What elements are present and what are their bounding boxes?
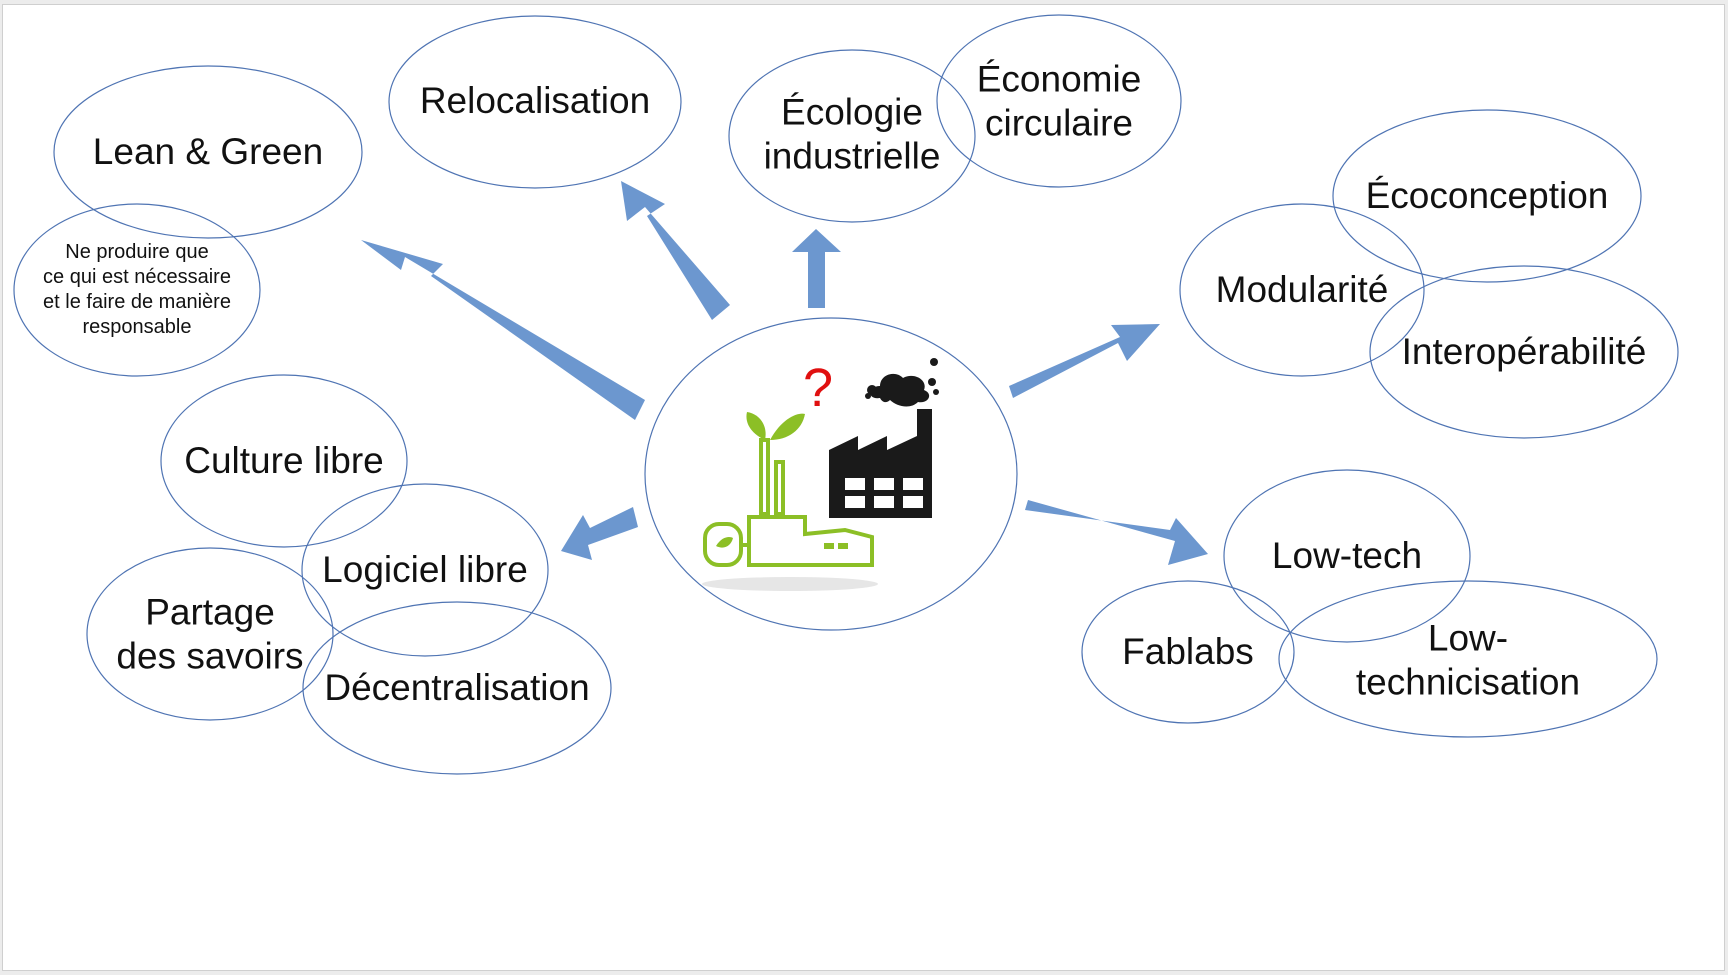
label-decentralisation: Décentralisation <box>324 667 590 709</box>
arrow-to-relocalisation <box>621 181 730 320</box>
label-interoperabilite: Interopérabilité <box>1401 331 1647 373</box>
bubble-economie <box>936 14 1182 188</box>
label-low-technicisation: Low-technicisation <box>1355 617 1581 702</box>
label-modularite: Modularité <box>1215 269 1389 311</box>
bubble-fablabs <box>1081 580 1295 724</box>
arrow-to-logiciel-libre <box>561 507 638 560</box>
bubble-culture-libre <box>160 374 408 548</box>
label-partage: Partage des savoirs <box>116 591 304 676</box>
arrows <box>361 181 1208 565</box>
label-relocalisation: Relocalisation <box>419 80 651 122</box>
bubble-decentralisation <box>302 601 612 775</box>
center-bubble <box>644 317 1018 631</box>
bubble-low-technicisation <box>1278 580 1658 738</box>
bubble-low-tech <box>1223 469 1471 643</box>
bubble-lean-green <box>53 65 363 239</box>
bubble-modularite <box>1179 203 1425 377</box>
label-economie: Économie circulaire <box>976 58 1142 143</box>
bubble-interoperabilite <box>1369 265 1679 439</box>
bubble-ecoconception <box>1332 109 1642 283</box>
arrow-to-low-tech <box>1025 500 1208 565</box>
arrow-to-lean-green <box>361 240 645 420</box>
bubble-partage <box>86 547 334 721</box>
bubbles <box>13 14 1679 775</box>
bubble-logiciel-libre <box>301 483 549 657</box>
label-ecoconception: Écoconception <box>1365 175 1609 217</box>
label-ecologie: Écologie industrielle <box>763 91 941 176</box>
arrow-to-modularite <box>1009 324 1160 398</box>
bubble-ecologie <box>728 49 976 223</box>
bubble-lean-note <box>13 203 261 377</box>
green-factory-icon <box>702 412 878 591</box>
label-logiciel-libre: Logiciel libre <box>322 549 528 591</box>
label-culture-libre: Culture libre <box>184 440 384 482</box>
polluting-factory-icon <box>829 358 939 518</box>
question-mark: ? <box>802 358 834 419</box>
label-lean-green: Lean & Green <box>92 131 324 173</box>
label-fablabs: Fablabs <box>1122 631 1254 673</box>
label-lean-note: Ne produire que ce qui est nécessaire et… <box>43 241 231 338</box>
bubble-relocalisation <box>388 15 682 189</box>
arrow-to-ecologie <box>792 229 841 308</box>
label-low-tech: Low-tech <box>1271 535 1423 577</box>
